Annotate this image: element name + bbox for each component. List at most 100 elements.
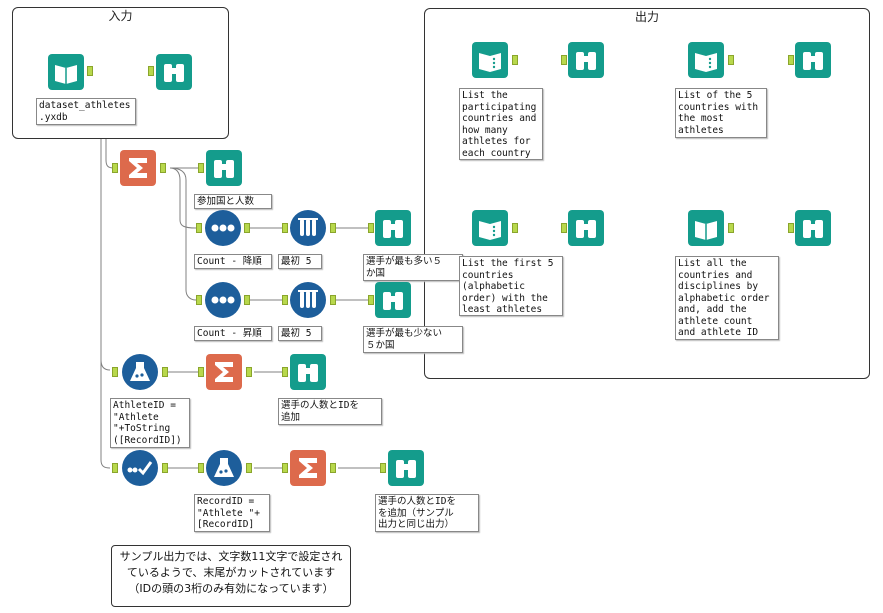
input-anchor[interactable] [196, 295, 202, 305]
annotation-output-top5: List of the 5 countries with the most at… [675, 88, 767, 138]
input-anchor[interactable] [380, 463, 386, 473]
book-icon [695, 221, 717, 240]
browse-tool[interactable] [388, 450, 424, 486]
output-anchor[interactable] [512, 223, 518, 233]
browse-tool[interactable] [795, 210, 831, 246]
input-anchor[interactable] [282, 463, 288, 473]
annotation-dataset: dataset_athletes .yxdb [36, 98, 136, 125]
formula-tool[interactable] [206, 450, 242, 486]
input-anchor[interactable] [368, 223, 374, 233]
output-container-title: 出力 [634, 10, 659, 24]
browse-tool[interactable] [795, 42, 831, 78]
checkmark-icon [127, 461, 153, 476]
output-anchor[interactable] [246, 367, 252, 377]
browse-tool[interactable] [568, 42, 604, 78]
browse-tool[interactable] [375, 210, 411, 246]
input-anchor[interactable] [198, 163, 204, 173]
binoculars-icon [383, 292, 403, 310]
sigma-icon [299, 458, 317, 478]
binoculars-icon [576, 220, 596, 238]
book-dots-icon [479, 53, 501, 72]
text-input-tool[interactable] [688, 42, 724, 78]
sort-tool[interactable] [205, 210, 241, 246]
select-tool[interactable] [122, 450, 158, 486]
sort-dots-icon [211, 296, 235, 304]
test-tubes-icon [298, 290, 318, 308]
text-input-tool[interactable] [472, 210, 508, 246]
browse-tool[interactable] [156, 54, 192, 90]
browse-tool[interactable] [206, 150, 242, 186]
input-anchor[interactable] [561, 223, 567, 233]
binoculars-icon [164, 64, 184, 82]
text-input-tool[interactable] [688, 210, 724, 246]
binoculars-icon [298, 364, 318, 382]
sigma-icon [129, 158, 147, 178]
output-anchor[interactable] [162, 463, 168, 473]
test-tubes-icon [298, 218, 318, 236]
output-anchor[interactable] [330, 223, 336, 233]
flask-icon [214, 458, 234, 477]
input-anchor[interactable] [198, 463, 204, 473]
flask-icon [130, 362, 150, 381]
output-anchor[interactable] [728, 223, 734, 233]
annotation-athlete-added: 選手の人数とIDを 追加 [278, 398, 382, 425]
book-dots-icon [479, 221, 501, 240]
output-anchor[interactable] [330, 463, 336, 473]
summarize-tool[interactable] [206, 354, 242, 390]
annotation-output-all: List all the countries and disciplines b… [675, 256, 779, 340]
binoculars-icon [214, 160, 234, 178]
annotation-output-first5: List the first 5 countries (alphabetic o… [459, 256, 563, 316]
summarize-tool[interactable] [120, 150, 156, 186]
sample-tool[interactable] [290, 282, 326, 318]
annotation-athlete-formula: AthleteID = "Athlete "+ToString ([Record… [110, 398, 190, 448]
input-anchor[interactable] [561, 55, 567, 65]
input-anchor[interactable] [198, 367, 204, 377]
output-anchor[interactable] [512, 55, 518, 65]
annotation-least5: 選手が最も少ない ５か国 [363, 326, 463, 353]
text-input-tool[interactable] [472, 42, 508, 78]
annotation-output-countries: List the participating countries and how… [459, 88, 543, 160]
output-anchor[interactable] [244, 223, 250, 233]
binoculars-icon [576, 52, 596, 70]
annotation-record-formula: RecordID = "Athlete "+ [RecordID] [194, 494, 270, 532]
input-anchor[interactable] [368, 295, 374, 305]
summarize-tool[interactable] [290, 450, 326, 486]
output-anchor[interactable] [87, 66, 93, 76]
binoculars-icon [803, 52, 823, 70]
input-data-tool[interactable] [48, 54, 84, 90]
sort-dots-icon [211, 224, 235, 232]
sort-tool[interactable] [205, 282, 241, 318]
sigma-icon [215, 362, 233, 382]
output-anchor[interactable] [244, 295, 250, 305]
annotation-country-count: 参加国と人数 [194, 194, 272, 209]
annotation-first5-b: 最初 5 [278, 326, 322, 341]
output-anchor[interactable] [246, 463, 252, 473]
input-anchor[interactable] [112, 163, 118, 173]
input-anchor[interactable] [148, 66, 154, 76]
input-anchor[interactable] [112, 463, 118, 473]
output-anchor[interactable] [160, 163, 166, 173]
output-anchor[interactable] [330, 295, 336, 305]
input-anchor[interactable] [788, 55, 794, 65]
binoculars-icon [396, 460, 416, 478]
annotation-first5-a: 最初 5 [278, 254, 322, 269]
input-anchor[interactable] [282, 295, 288, 305]
input-anchor[interactable] [282, 367, 288, 377]
output-anchor[interactable] [728, 55, 734, 65]
output-anchor[interactable] [162, 367, 168, 377]
input-anchor[interactable] [196, 223, 202, 233]
binoculars-icon [803, 220, 823, 238]
browse-tool[interactable] [375, 282, 411, 318]
input-anchor[interactable] [282, 223, 288, 233]
browse-tool[interactable] [290, 354, 326, 390]
annotation-count-desc: Count - 降順 [194, 254, 272, 269]
comment-box[interactable]: サンプル出力では、文字数11文字で設定され ているようで、末尾がカットされていま… [111, 545, 351, 607]
input-anchor[interactable] [112, 367, 118, 377]
input-anchor[interactable] [788, 223, 794, 233]
binoculars-icon [383, 220, 403, 238]
annotation-most5: 選手が最も多い５ か国 [363, 254, 463, 281]
input-container-title: 入力 [108, 9, 133, 23]
formula-tool[interactable] [122, 354, 158, 390]
sample-tool[interactable] [290, 210, 326, 246]
browse-tool[interactable] [568, 210, 604, 246]
